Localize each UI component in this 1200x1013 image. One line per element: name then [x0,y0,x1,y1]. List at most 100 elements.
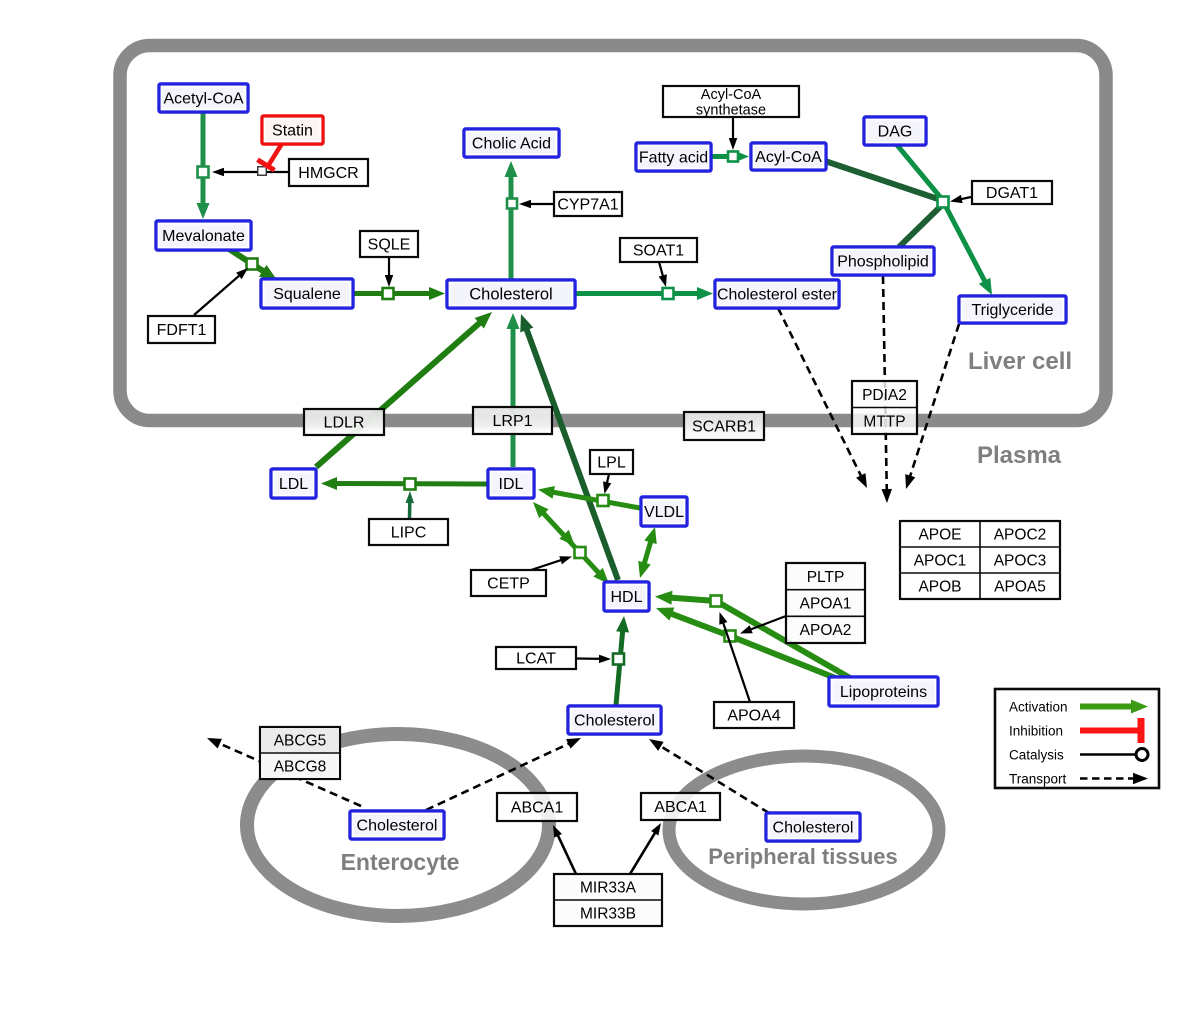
reaction-node-square [936,195,950,209]
node-ldlr[interactable]: LDLR [302,407,386,437]
acyl-coa-box-rim [752,144,825,169]
node-acetyl-coa[interactable]: Acetyl-CoA [157,82,250,114]
edge-apoa4-catalysis [719,612,752,703]
node-abca1-right[interactable]: ABCA1 [639,791,722,822]
node-phospholipid[interactable]: Phospholipid [830,245,936,277]
dag-box-rim [865,118,925,144]
soat1-label: SOAT1 [633,243,684,260]
node-lrp1[interactable]: LRP1 [471,405,554,436]
abcg5-abcg8-row-fill [261,728,339,752]
arrowhead [616,616,630,633]
ldl-box-rim [272,470,315,497]
node-vldl[interactable]: VLDL [639,495,689,528]
node-lcat[interactable]: LCAT [494,645,578,671]
edge-vldl-to-idl [538,485,641,511]
pdia2-mttp-row-label: MTTP [863,413,905,430]
hdl-box-rim [605,583,648,610]
pltp-apoa1-apoa2-row-label: APOA1 [800,596,852,613]
abca1-right-box [639,791,722,822]
hdl-label: HDL [610,589,642,606]
triglyceride-label: Triglyceride [971,302,1053,319]
legend-label-inhibition: Inhibition [1009,724,1063,739]
node-soat1[interactable]: SOAT1 [618,236,699,264]
edge-squalene-to-cholesterol [353,287,445,300]
node-cetp[interactable]: CETP [469,568,548,598]
node-dag[interactable]: DAG [862,115,928,147]
arrowhead [321,477,338,491]
node-triglyceride[interactable]: Triglyceride [957,294,1068,325]
node-fdft1[interactable]: FDFT1 [146,314,217,345]
node-lipoproteins[interactable]: Lipoproteins [827,675,940,708]
lcat-label: LCAT [516,651,556,668]
mir33a-mir33b-row-label: MIR33A [580,880,637,897]
reaction-node-square [661,286,675,301]
node-apoa4[interactable]: APOA4 [712,700,796,730]
scarb1-label: SCARB1 [692,419,756,436]
node-cyp7a1[interactable]: CYP7A1 [552,190,624,218]
arrowhead [506,313,520,329]
arrowhead [644,527,657,545]
node-statin[interactable]: Statin [260,114,325,146]
node-squalene[interactable]: Squalene [259,277,355,310]
node-acyl-coa[interactable]: Acyl-CoA [749,141,828,172]
cholesterol-liver-box [445,278,577,310]
acyl-coa-synthetase-box [661,84,801,119]
node-ldl[interactable]: LDL [269,467,318,500]
squalene-label: Squalene [273,286,341,303]
node-cholesterol-enterocyte[interactable]: Cholesterol [348,809,446,841]
phospholipid-label: Phospholipid [837,254,929,271]
edge-idl-to-cholesterol [506,313,520,467]
node-sqle[interactable]: SQLE [358,229,420,259]
edge-cholesterol-to-cholesterol-ester [575,287,713,300]
node-cholesterol-peripheral[interactable]: Cholesterol [764,811,862,843]
vldl-label: VLDL [644,504,684,521]
arrowhead [212,167,224,177]
reaction-node-square [709,594,723,608]
node-idl[interactable]: IDL [486,467,536,500]
abcg5-abcg8-row-label: ABCG8 [274,759,327,776]
arrowhead [533,502,549,519]
inhibition-tee [256,157,276,173]
arrowhead [728,138,738,150]
fatty-acid-box-rim [637,144,710,170]
abca1-left-box [495,791,579,823]
lipc-label: LIPC [391,525,427,542]
apo-table-cell-label: APOA5 [994,579,1046,596]
node-hmgcr[interactable]: HMGCR [287,157,370,188]
node-dgat1[interactable]: DGAT1 [970,179,1054,206]
cholic-acid-box-rim [465,130,558,156]
node-hdl[interactable]: HDL [602,580,651,613]
node-cholesterol-plasma[interactable]: Cholesterol [566,704,663,736]
fdft1-label: FDFT1 [157,322,207,339]
edge-hdl-to-cholesterol [520,314,621,582]
edge-mir33-to-abca1-left [553,825,578,875]
node-mevalonate[interactable]: Mevalonate [154,219,253,252]
edge-dgat-junction-to-triglyceride [943,205,992,295]
node-fatty-acid[interactable]: Fatty acid [634,141,713,173]
apo-table-cell-label: APOC1 [914,553,967,570]
node-cholesterol-liver[interactable]: Cholesterol [445,278,577,310]
node-lipc[interactable]: LIPC [367,517,450,547]
node-scarb1[interactable]: SCARB1 [682,410,766,442]
node-lpl[interactable]: LPL [588,448,635,476]
node-abca1-left[interactable]: ABCA1 [495,791,579,823]
soat1-box [618,236,699,264]
abcg5-abcg8-row-fill [261,754,339,778]
cholesterol-enterocyte-box [348,809,446,841]
edge-vldl-hdl-exchange [638,527,657,578]
arrowhead [553,825,562,838]
cholesterol-plasma-box [566,704,663,736]
node-cholic-acid[interactable]: Cholic Acid [462,127,561,159]
node-cholesterol-ester[interactable]: Cholesterol ester [713,278,841,310]
vldl-box-rim [642,498,686,525]
acyl-coa-box [749,141,828,172]
edge-soat1-catalysis [657,261,667,287]
arrowhead [856,473,867,488]
